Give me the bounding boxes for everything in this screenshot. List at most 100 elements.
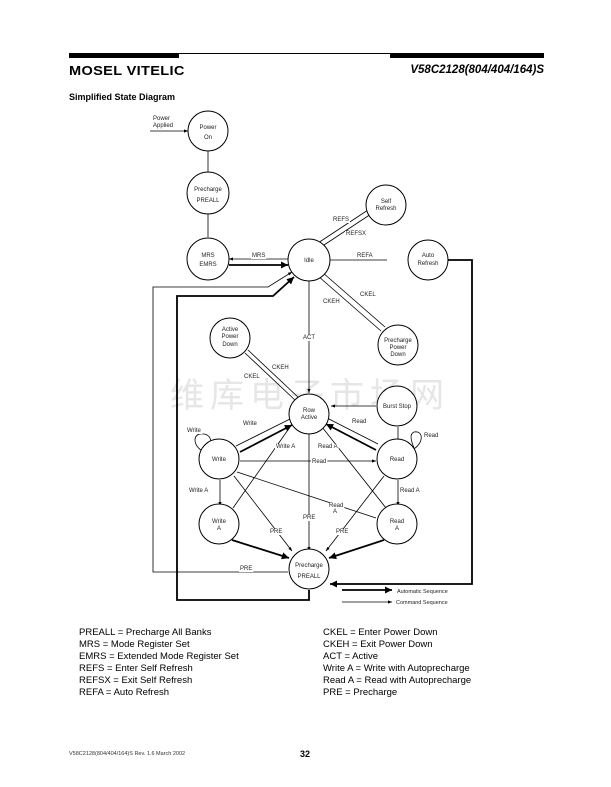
label-background — [302, 515, 317, 521]
abbreviation: Read A = Read with Autoprecharge — [323, 675, 472, 686]
edge-label: Write — [243, 421, 258, 427]
edge-idle-ppd-b — [317, 275, 382, 332]
abbreviation: CKEL = Enter Power Down — [323, 627, 438, 638]
state-label: PREALL — [297, 574, 321, 580]
state-precharge-power-down — [377, 324, 419, 366]
edge-label: Read — [329, 503, 343, 509]
abbreviation: CKEH = Exit Power Down — [323, 639, 433, 650]
edge-writea-precharge — [231, 539, 290, 560]
state-label: Idle — [304, 258, 314, 264]
label-background — [311, 459, 328, 465]
label-background — [345, 231, 368, 237]
edge-label: Read A — [400, 488, 420, 494]
label-background — [359, 292, 378, 298]
state-write — [198, 438, 240, 480]
label-background — [399, 488, 421, 494]
state-label: Refresh — [417, 261, 438, 267]
state-label: Active — [222, 327, 239, 333]
edge-read-row-thin — [326, 417, 379, 445]
edge-label: CKEL — [360, 292, 376, 298]
edge-label: PRE — [336, 529, 348, 535]
edge-label: MRS — [252, 253, 265, 259]
label-background — [328, 503, 345, 509]
edge-label: REFA — [357, 253, 373, 259]
edge-idle-selfrefresh-b — [320, 213, 372, 248]
edge-write-row-thick — [239, 424, 293, 453]
state-label: On — [204, 135, 212, 141]
label-background — [275, 444, 297, 450]
label-background — [351, 419, 368, 425]
label-background — [152, 116, 172, 122]
legend-automatic-label: Automatic Sequence — [397, 589, 448, 595]
edge-label: REFS — [333, 217, 349, 223]
state-label: Read — [390, 519, 404, 525]
edge-label: Power — [153, 116, 170, 122]
edge-label: PRE — [270, 529, 282, 535]
state-label: Auto — [422, 253, 435, 259]
edge-label: CKEH — [323, 299, 340, 305]
edge-idle-selfrefresh-a — [317, 209, 369, 244]
state-label: Power — [199, 125, 216, 131]
header-rule — [69, 53, 544, 54]
state-precharge-bottom — [288, 548, 330, 590]
edge-writea-row — [232, 426, 291, 509]
edge-label: Read A — [318, 444, 338, 450]
abbreviation: ACT = Active — [323, 651, 379, 662]
state-mrs-emrs — [186, 237, 230, 281]
edge-label: CKEH — [272, 365, 289, 371]
label-background — [322, 299, 341, 305]
state-label: Down — [390, 352, 405, 358]
label-background — [335, 529, 350, 535]
edge-pre-return-thin — [152, 271, 293, 573]
state-label: Row — [303, 408, 316, 414]
edge-read-row-thick — [325, 423, 377, 451]
abbreviation: PRE = Precharge — [323, 687, 398, 698]
abbreviation: Write A = Write with Autoprecharge — [323, 663, 470, 674]
edge-autorefresh-return — [330, 259, 473, 588]
label-background — [302, 335, 317, 341]
edge-label: REFSX — [346, 231, 366, 237]
edge-label: Read — [424, 433, 438, 439]
state-burst-stop — [376, 385, 418, 427]
state-write-a — [198, 503, 240, 545]
label-background — [356, 253, 374, 259]
state-label: Precharge — [384, 338, 412, 344]
state-label: Burst Stop — [383, 404, 412, 410]
company-logo: MOSEL VITELIC — [69, 63, 185, 78]
edge-precharge-return-thick — [176, 276, 310, 601]
abbreviation: REFS = Enter Self Refresh — [79, 663, 193, 674]
edge-row-reada — [321, 426, 387, 509]
state-precharge-top — [186, 171, 230, 215]
abbreviation: EMRS = Extended Mode Register Set — [79, 651, 239, 662]
label-background — [186, 428, 203, 434]
edge-label: Write A — [189, 488, 208, 494]
label-background — [239, 566, 254, 572]
section-title: Simplified State Diagram — [69, 92, 176, 102]
edge-label: Write — [187, 428, 202, 434]
edge-label: PRE — [303, 515, 315, 521]
abbreviation: MRS = Mode Register Set — [79, 639, 190, 650]
state-label: Down — [222, 342, 237, 348]
label-background — [188, 488, 210, 494]
edge-label: Write A — [276, 444, 295, 450]
label-background — [242, 421, 259, 427]
edge-idle-ppd-a — [321, 271, 386, 328]
state-label: PREALL — [196, 198, 220, 204]
abbreviations-left: PREALL = Precharge All Banks MRS = Mode … — [79, 627, 239, 699]
state-label: Precharge — [295, 563, 323, 569]
state-label: Read — [390, 457, 404, 463]
edge-label: Applied — [153, 123, 173, 129]
state-label: Self — [381, 199, 392, 205]
label-background — [243, 374, 262, 380]
legend-command-label: Command Sequence — [396, 600, 448, 606]
header-bar-left — [69, 53, 179, 58]
state-label: Active — [301, 415, 318, 421]
edge-write-pre — [233, 475, 293, 552]
abbreviation: PREALL = Precharge All Banks — [79, 627, 212, 638]
edge-label: Read — [312, 459, 326, 465]
label-background — [317, 444, 339, 450]
state-label: Refresh — [375, 206, 396, 212]
state-label: Power — [221, 334, 238, 340]
header-bar-right — [390, 53, 544, 58]
edge-read-pre — [325, 475, 385, 552]
